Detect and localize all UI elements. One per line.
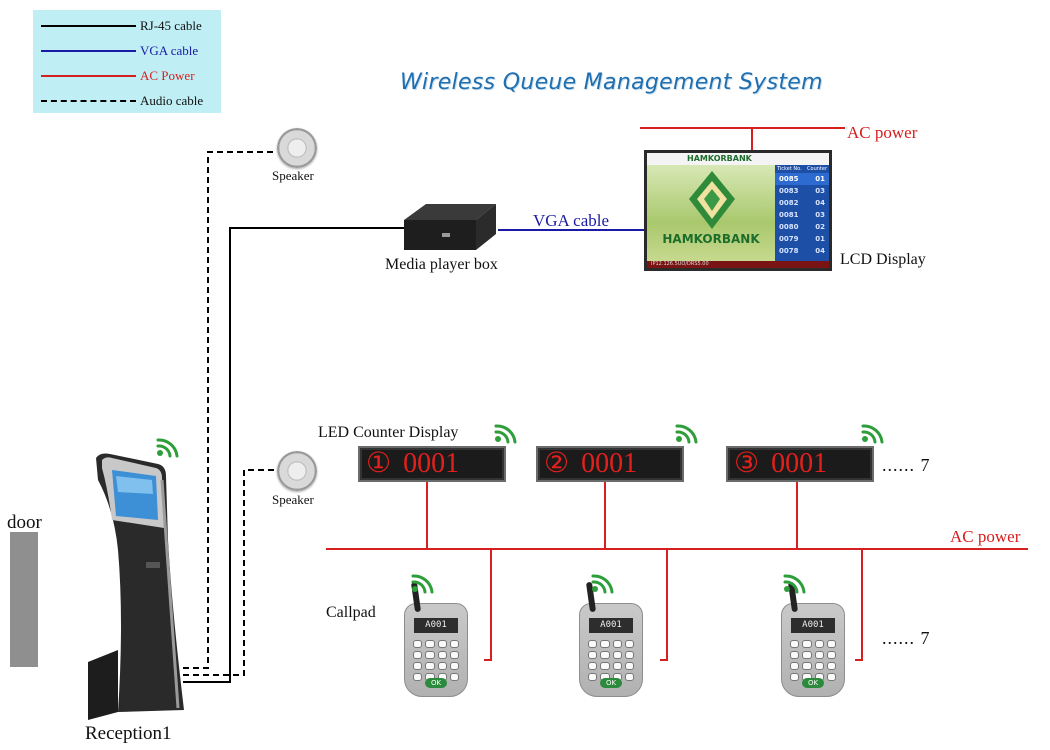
more-callpads-label: ...... 7 xyxy=(882,628,931,648)
legend-item-rj45: RJ-45 cable xyxy=(33,16,221,36)
rj45-cable-line xyxy=(183,227,405,683)
wifi-icon xyxy=(861,424,884,444)
lcd-ticket-cell: 0081 xyxy=(779,211,799,219)
audio-cable-top xyxy=(183,151,275,669)
led-ticket-number: 0001 xyxy=(403,448,460,479)
callpad-screen: A001 xyxy=(791,618,835,633)
more-displays-label: ...... 7 xyxy=(882,455,931,475)
wifi-icon xyxy=(675,424,698,444)
reception-label: Reception1 xyxy=(85,723,172,744)
callpad-ok-key: OK xyxy=(425,678,447,688)
led-counter-number: ③ xyxy=(734,448,760,479)
lcd-table-row: 0078 04 xyxy=(775,245,829,257)
wifi-icon xyxy=(156,438,179,458)
callpad-screen: A001 xyxy=(589,618,633,633)
callpad-keypad xyxy=(790,640,836,681)
ac-power-bus-bottom xyxy=(326,482,1028,661)
media-player-label: Media player box xyxy=(385,256,498,273)
legend-swatch-dashed xyxy=(41,100,136,102)
lcd-ticket-cell: 0082 xyxy=(779,199,799,207)
lcd-promo-area: HAMKORBANK xyxy=(647,165,775,261)
led-counter-display-1: ① 0001 xyxy=(358,446,506,482)
lcd-bank-name-small: HAMKORBANK xyxy=(687,154,752,163)
lcd-display: HAMKORBANK HAMKORBANK Ticket No. Counter… xyxy=(644,150,832,271)
legend-item-audio: Audio cable xyxy=(33,91,221,111)
lcd-counter-cell: 03 xyxy=(815,211,825,219)
led-counter-display-label: LED Counter Display xyxy=(318,424,459,441)
lcd-table-row: 0079 01 xyxy=(775,233,829,245)
wifi-icon xyxy=(411,574,434,594)
media-player-icon xyxy=(404,204,496,250)
speaker-label-top: Speaker xyxy=(272,168,314,183)
callpad-label: Callpad xyxy=(326,604,376,621)
callpad-device-1: A001 OK xyxy=(404,581,468,697)
lcd-table-row: 0082 04 xyxy=(775,197,829,209)
lcd-ticket-cell: 0078 xyxy=(779,247,799,255)
callpad-device-2: A001 OK xyxy=(579,581,643,697)
lcd-counter-cell: 04 xyxy=(815,199,825,207)
lcd-ticket-cell: 0079 xyxy=(779,235,799,243)
lcd-table-header: Ticket No. Counter xyxy=(775,165,829,173)
legend-label: AC Power xyxy=(140,68,195,83)
led-counter-number: ① xyxy=(366,448,392,479)
lcd-table-row: 0083 03 xyxy=(775,185,829,197)
ac-power-line-top xyxy=(640,127,845,152)
wifi-icon xyxy=(494,424,517,444)
callpad-keypad xyxy=(413,640,459,681)
legend: RJ-45 cable VGA cable AC Power Audio cab… xyxy=(33,10,221,113)
lcd-table-rows: 0085 01 0083 03 0082 04 0081 03 0080 02 0079 01 0078… xyxy=(775,173,829,257)
legend-item-ac-power: AC Power xyxy=(33,66,221,86)
lcd-table-row: 0085 01 xyxy=(775,173,829,185)
door-icon xyxy=(10,532,38,667)
wifi-icon xyxy=(591,574,614,594)
lcd-counter-cell: 04 xyxy=(815,247,825,255)
lcd-counter-cell: 01 xyxy=(815,235,825,243)
audio-cable-bottom xyxy=(183,469,275,676)
led-counter-number: ② xyxy=(544,448,570,479)
callpad-screen: A001 xyxy=(414,618,458,633)
led-counter-display-2: ② 0001 xyxy=(536,446,684,482)
lcd-counter-cell: 01 xyxy=(815,175,825,183)
lcd-table-row: 0080 02 xyxy=(775,221,829,233)
lcd-header-bar: HAMKORBANK xyxy=(647,153,829,165)
ac-power-label-bottom: AC power xyxy=(950,527,1021,546)
lcd-ticket-cell: 0083 xyxy=(779,187,799,195)
led-ticket-number: 0001 xyxy=(581,448,638,479)
callpad-ok-key: OK xyxy=(600,678,622,688)
lcd-counter-cell: 02 xyxy=(815,223,825,231)
lcd-ticket-cell: 0085 xyxy=(779,175,799,183)
legend-swatch-blue xyxy=(41,50,136,52)
door-label: door xyxy=(7,512,42,533)
callpad-device-3: A001 OK xyxy=(781,581,845,697)
diagram-title: Wireless Queue Management System xyxy=(400,70,823,95)
lcd-display-label: LCD Display xyxy=(840,251,926,268)
lcd-table-row: 0081 03 xyxy=(775,209,829,221)
callpad-keypad xyxy=(588,640,634,681)
speaker-icon xyxy=(277,451,317,491)
legend-label: VGA cable xyxy=(140,43,199,58)
vga-cable-label: VGA cable xyxy=(533,211,610,230)
legend-swatch-solid-black xyxy=(41,25,136,27)
legend-item-vga: VGA cable xyxy=(33,41,221,61)
kiosk-icon xyxy=(88,453,184,720)
lcd-footer-ticker: IP12.126.5UO/DRS5.00 xyxy=(647,261,829,268)
legend-label: RJ-45 cable xyxy=(140,18,202,33)
lcd-counter-cell: 03 xyxy=(815,187,825,195)
lcd-col-counter: Counter xyxy=(807,166,827,172)
lcd-ticket-cell: 0080 xyxy=(779,223,799,231)
callpad-ok-key: OK xyxy=(802,678,824,688)
speaker-icon xyxy=(277,128,317,168)
lcd-col-ticket: Ticket No. xyxy=(777,166,802,172)
legend-swatch-red xyxy=(41,75,136,77)
wifi-icon xyxy=(783,574,806,594)
bank-logo-icon xyxy=(689,171,735,229)
legend-label: Audio cable xyxy=(140,93,204,108)
led-counter-display-3: ③ 0001 xyxy=(726,446,874,482)
led-ticket-number: 0001 xyxy=(771,448,828,479)
lcd-bank-name-large: HAMKORBANK xyxy=(662,232,760,246)
speaker-label-bottom: Speaker xyxy=(272,492,314,507)
ac-power-label-top: AC power xyxy=(847,123,918,142)
